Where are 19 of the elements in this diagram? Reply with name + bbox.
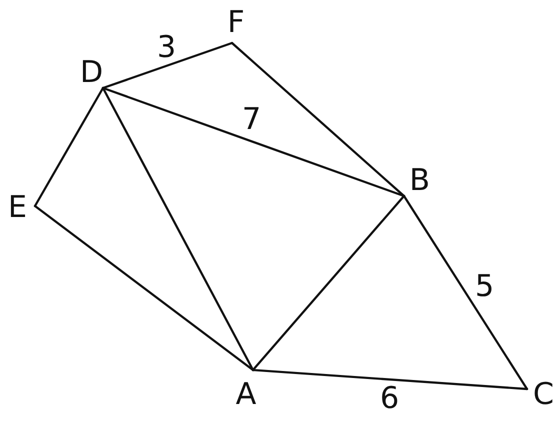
line-segment xyxy=(34,86,104,208)
point-label: C xyxy=(527,380,554,410)
line-segment xyxy=(252,194,406,372)
point-label: A xyxy=(234,370,258,410)
point-label: D xyxy=(80,58,103,88)
line-segment xyxy=(34,204,254,372)
line-segment xyxy=(102,86,406,198)
point-label: E xyxy=(8,193,35,223)
line-segment xyxy=(102,42,234,90)
line-segment xyxy=(402,194,528,390)
edge-label: 6 xyxy=(380,384,400,414)
line-segment xyxy=(252,368,528,390)
point-label: F xyxy=(226,8,246,43)
line-segment xyxy=(230,42,406,198)
edge-label: 7 xyxy=(242,105,262,135)
edge-label: 3 xyxy=(157,33,176,63)
edge-label: 5 xyxy=(475,272,494,302)
line-segment xyxy=(102,86,254,372)
point-label: B xyxy=(404,166,430,196)
